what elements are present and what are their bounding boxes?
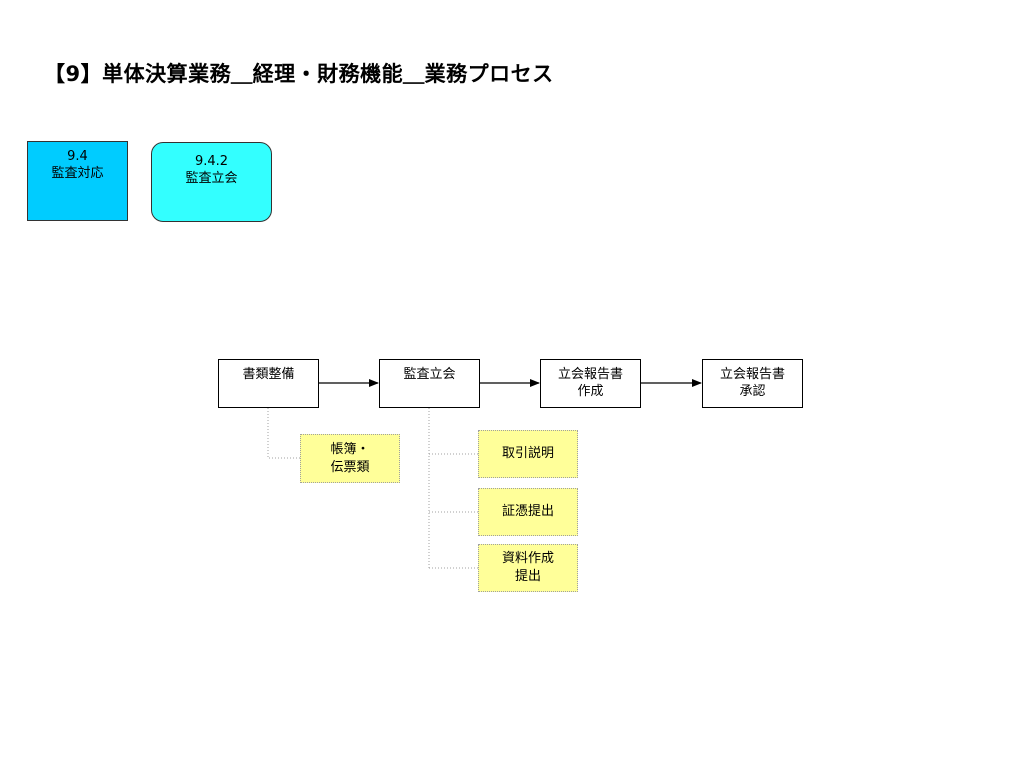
process-step-3: 立会報告書 作成 [540, 359, 641, 408]
section-label: 監査対応 [51, 166, 104, 181]
sub-task-material-preparation-line1: 資料作成 [501, 551, 554, 566]
sub-task-ledgers: 帳簿・ 伝票類 [300, 434, 400, 483]
sub-task-voucher-submission-line1: 証憑提出 [501, 504, 554, 519]
sub-task-material-preparation: 資料作成 提出 [478, 544, 578, 592]
subsection-number: 9.4.2 [194, 154, 229, 169]
sub-task-transaction-explanation: 取引説明 [478, 430, 578, 478]
sub-task-ledgers-line1: 帳簿・ [330, 441, 370, 457]
process-step-2-line1: 監査立会 [403, 367, 456, 382]
subsection-badge: 9.4.2 監査立会 [151, 142, 272, 222]
dotted-connector-step1 [267, 408, 300, 459]
process-step-4-line1: 立会報告書 [719, 367, 785, 382]
sub-task-material-preparation-line2: 提出 [514, 569, 541, 584]
sub-task-transaction-explanation-line1: 取引説明 [501, 446, 554, 461]
process-step-4: 立会報告書 承認 [702, 359, 803, 408]
process-step-1-line1: 書類整備 [242, 367, 295, 382]
section-badge: 9.4 監査対応 [27, 141, 128, 221]
process-step-3-line1: 立会報告書 [557, 367, 623, 382]
subsection-label: 監査立会 [185, 171, 238, 186]
section-number: 9.4 [67, 149, 88, 164]
sub-task-ledgers-line2: 伝票類 [330, 459, 370, 475]
page-title: 【9】単体決算業務＿経理・財務機能＿業務プロセス [44, 62, 554, 86]
process-step-1: 書類整備 [218, 359, 319, 408]
process-step-3-line2: 作成 [577, 384, 604, 399]
process-step-4-line2: 承認 [739, 384, 766, 399]
sub-task-voucher-submission: 証憑提出 [478, 488, 578, 536]
process-step-2: 監査立会 [379, 359, 480, 408]
